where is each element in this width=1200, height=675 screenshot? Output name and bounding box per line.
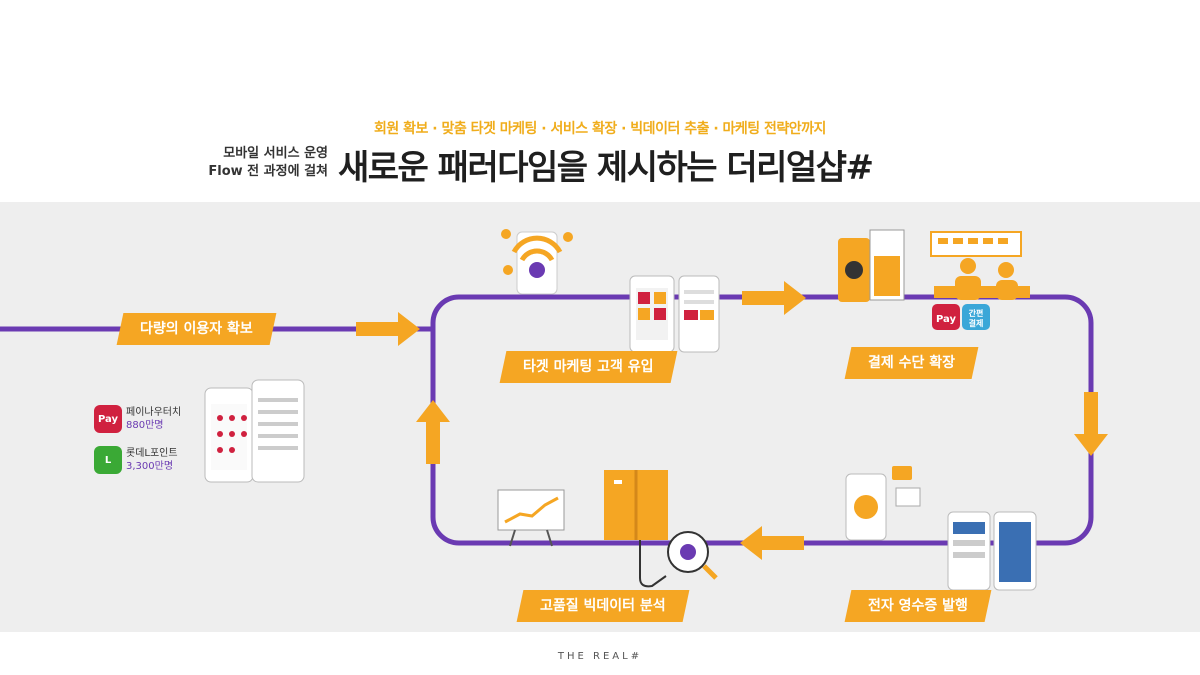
target-marketing-phones-icon [629,275,720,353]
title-lead-line1: 모바일 서비스 운영 [223,146,328,161]
chart-board-icon [497,489,565,547]
arrow-right-top-icon [742,281,806,315]
app-phones-icon [204,379,305,483]
pay-badge-icon: Pay [932,304,960,330]
step-bigdata-analysis: 고품질 빅데이터 분석 [516,590,690,622]
subtitle: 회원 확보 · 맞춤 타겟 마케팅 · 서비스 확장 · 빅데이터 추출 · 마… [374,121,826,137]
wifi-phone-icon [501,229,573,295]
media-phone-icon [845,466,921,541]
title-lead: 모바일 서비스 운영 Flow 전 과정에 걸쳐 [178,145,328,181]
legend-paynow: Pay 페이나우터치 880만명 [94,405,181,433]
step-payment-expansion: 결제 수단 확장 [844,347,979,379]
payment-devices-icon [838,229,1030,302]
easy-pay-badge-line1: 간편 [969,308,984,318]
arrow-up-left-icon [416,400,450,464]
arrow-right-entry-icon [356,312,420,346]
legend-paynow-name: 페이나우터치 [126,407,182,418]
server-icon [604,470,668,540]
step-target-marketing: 타겟 마케팅 고객 유입 [499,351,677,383]
legend-lpoint-name: 롯데L포인트 [126,448,178,459]
paynow-icon: Pay [94,405,122,433]
legend-paynow-text: 페이나우터치 880만명 [126,406,181,432]
pay-badge-text: Pay [936,314,957,325]
data-search-icon [639,531,718,588]
arrow-down-right-icon [1074,392,1108,456]
title-lead-line2: Flow 전 과정에 걸쳐 [208,164,328,179]
easy-pay-badge-icon: 간편 결제 [962,304,990,330]
receipt-phones-icon [947,511,1037,591]
footer-logo: THE REAL# [557,651,643,662]
easy-pay-badge-line2: 결제 [969,318,984,328]
page-title: 새로운 패러다임을 제시하는 더리얼샵# [338,148,874,188]
step-acquire-users: 다량의 이용자 확보 [116,313,277,345]
legend-paynow-count: 880만명 [126,420,164,431]
legend-lpoint: L 롯데L포인트 3,300만명 [94,446,178,474]
header-area: 회원 확보 · 맞춤 타겟 마케팅 · 서비스 확장 · 빅데이터 추출 · 마… [0,0,1200,200]
lpoint-icon: L [94,446,122,474]
arrow-left-bottom-icon [740,526,804,560]
step-e-receipt: 전자 영수증 발행 [844,590,992,622]
legend-lpoint-count: 3,300만명 [126,461,174,472]
legend-lpoint-text: 롯데L포인트 3,300만명 [126,447,178,473]
